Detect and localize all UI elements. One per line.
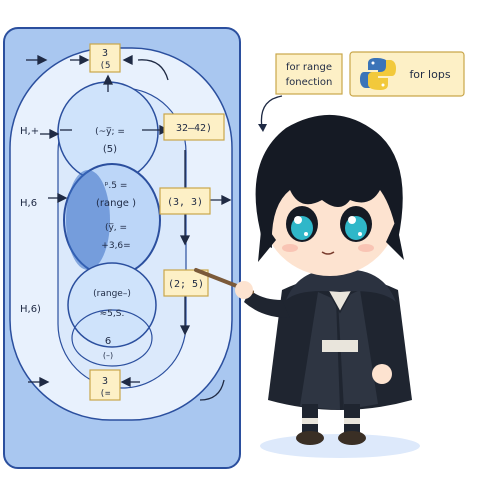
- callout-right: for lops: [349, 51, 465, 97]
- circle-top-line1: (~y̅; =: [95, 127, 125, 137]
- right-box-2-text: (3, 3): [167, 197, 203, 208]
- circle-low-line1: (range–): [93, 289, 131, 299]
- circle-top-line2: (5): [103, 144, 117, 155]
- right-box-1-text: 32—42): [176, 123, 212, 134]
- callout-left: for range fonection: [258, 53, 343, 132]
- right-box-1: [163, 113, 225, 141]
- top-box-line1: 3: [102, 48, 108, 59]
- side-label-1: H,+: [20, 126, 39, 137]
- right-box-3: [163, 269, 209, 297]
- circle-mid-line1: ᵖ.5 =: [105, 181, 128, 191]
- circle-mid-line4: +3,6=: [101, 241, 130, 251]
- circle-mid-line2: (range ): [96, 198, 136, 209]
- circle-low-line3: 6: [105, 336, 111, 347]
- callout-left-line2: fonection: [286, 77, 333, 88]
- bottom-box-line2: (=: [100, 389, 111, 399]
- right-box-3-text: (2; 5): [168, 279, 204, 290]
- top-box-line2: (5: [100, 61, 111, 71]
- bottom-value-box: [89, 369, 121, 401]
- python-logo-icon: [360, 58, 396, 90]
- circle-low-line2: ≈5,S.: [100, 309, 125, 319]
- callout-right-label: for lops: [409, 68, 450, 81]
- side-label-3: H,6): [20, 304, 41, 315]
- right-box-2: [159, 187, 211, 215]
- circle-low-line4: (–): [103, 351, 113, 360]
- top-value-box: [89, 43, 121, 73]
- diagram-panel: 3 (5 3 (= H,+ H,6 H,6) (~y̅; = (5) ᵖ.5 =…: [3, 27, 241, 469]
- chibi-wizard-icon: [194, 114, 420, 458]
- bottom-box-line1: 3: [102, 376, 108, 387]
- circle-mid-line3: (y̅, =: [105, 223, 127, 233]
- callout-left-line1: for range: [286, 62, 332, 73]
- side-label-2: H,6: [20, 198, 37, 209]
- circle-low: [67, 262, 157, 348]
